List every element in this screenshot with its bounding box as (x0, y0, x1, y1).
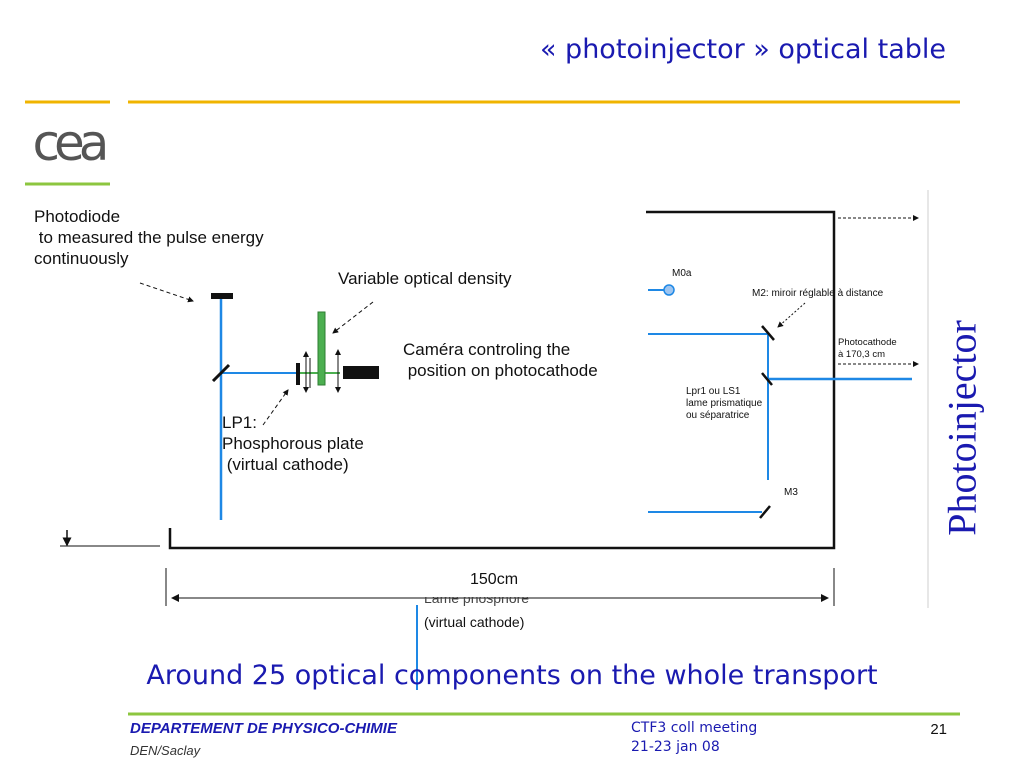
header-decor: cea (25, 100, 960, 186)
m0a-label: M0a (672, 268, 692, 279)
photocathode-label: Photocathode à 170,3 cm (838, 337, 897, 360)
left-mirror (211, 363, 231, 383)
lpr1-mirror (761, 372, 773, 386)
overlap-label-top: Lame phosphore (424, 597, 530, 606)
lp1-label: LP1: Phosphorous plate (virtual cathode) (222, 413, 364, 474)
lp1-pointer (262, 389, 289, 426)
table-outline (168, 210, 836, 550)
cea-logo: cea (33, 114, 106, 172)
phosphor-plate (296, 363, 300, 385)
footer-site: DEN/Saclay (130, 743, 201, 758)
slide-title: « photoinjector » optical table (539, 34, 946, 65)
photodiode (211, 293, 233, 299)
m3-mirror (759, 505, 771, 519)
lpr1-label: Lpr1 ou LS1 lame prismatique ou séparatr… (686, 386, 763, 421)
m3-label: M3 (784, 487, 798, 498)
footer-meeting: CTF3 coll meeting 21-23 jan 08 (631, 720, 758, 755)
m2-mirror (761, 325, 775, 341)
camera (343, 366, 379, 379)
overlap-label-bottom: (virtual cathode) (424, 614, 525, 630)
density-label: Variable optical density (338, 269, 512, 288)
m2-label: M2: miroir réglable à distance (752, 288, 884, 299)
page-number: 21 (930, 721, 947, 738)
camera-label: Caméra controling the position on photoc… (403, 340, 598, 380)
photodiode-label: Photodiode to measured the pulse energy … (34, 207, 264, 268)
dimension-label: 150cm (470, 571, 519, 588)
photodiode-pointer (139, 282, 194, 303)
density-pointer (332, 301, 374, 334)
footer-department: DEPARTEMENT DE PHYSICO-CHIMIE (130, 720, 397, 737)
slide-subtitle: Around 25 optical components on the whol… (146, 660, 878, 691)
density-filter (317, 311, 326, 386)
